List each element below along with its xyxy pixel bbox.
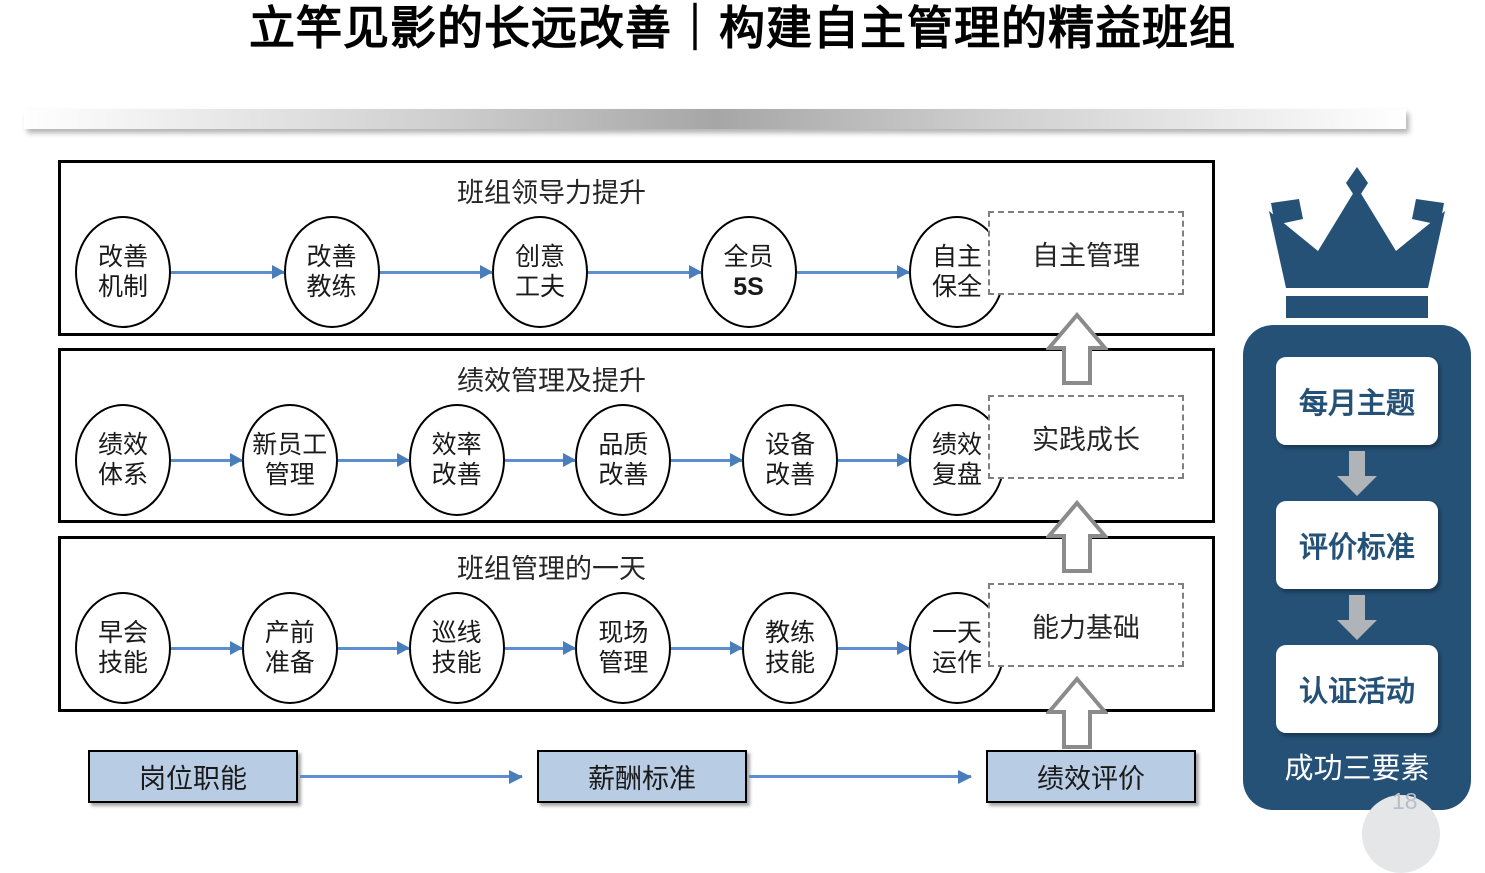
foundation-box[interactable]: 绩效评价 [986, 750, 1196, 803]
flow-arrow-icon [379, 265, 493, 279]
foundation-box[interactable]: 岗位职能 [88, 750, 298, 803]
flow-node[interactable]: 教练 技能 [742, 592, 839, 704]
node-line-1: 品质 [598, 431, 649, 459]
band-node-flow: 绩效 体系 新员工 管理 效率 改善 品质 改善 设备 改善 [75, 401, 1005, 519]
flow-node[interactable]: 巡线 技能 [408, 592, 505, 704]
success-step-card[interactable]: 评价标准 [1276, 501, 1438, 589]
flow-arrow-icon [504, 641, 577, 655]
band-title: 绩效管理及提升 [457, 366, 646, 396]
flow-node[interactable]: 创意 工夫 [492, 216, 588, 328]
flow-arrow-icon [838, 453, 910, 467]
flow-node[interactable]: 产前 准备 [241, 592, 338, 704]
up-arrow-icon [1044, 499, 1110, 574]
node-line-2: 准备 [264, 649, 315, 677]
node-line-2: 管理 [598, 649, 649, 677]
band-performance: 绩效管理及提升 绩效 体系 新员工 管理 效率 改善 品质 改善 [58, 348, 1215, 523]
flow-arrow-icon [171, 453, 243, 467]
success-step-card[interactable]: 每月主题 [1276, 357, 1438, 445]
foundation-box[interactable]: 薪酬标准 [537, 750, 747, 803]
node-line-2: 机制 [97, 273, 148, 301]
down-arrow-icon [1336, 595, 1378, 641]
flow-arrow-icon [671, 641, 743, 655]
flow-arrow-icon [838, 641, 910, 655]
node-line-2: 改善 [765, 461, 816, 489]
flow-arrow-icon [171, 641, 243, 655]
flow-node[interactable]: 品质 改善 [575, 404, 672, 516]
band-outcome-box: 能力基础 [988, 583, 1184, 667]
page-title: 立竿见影的长远改善｜构建自主管理的精益班组 [249, 2, 1236, 54]
flow-arrow-icon [796, 265, 910, 279]
flow-arrow-icon [171, 265, 284, 279]
node-line-2: 改善 [598, 461, 649, 489]
node-line-2: 5S [733, 273, 764, 301]
node-line-1: 效率 [431, 431, 482, 459]
flow-arrow-icon [337, 453, 410, 467]
flow-node[interactable]: 绩效 体系 [75, 404, 171, 516]
node-line-2: 体系 [97, 461, 148, 489]
foundation-arrow-icon [300, 769, 523, 784]
node-line-1: 改善 [306, 243, 357, 271]
flow-arrow-icon [337, 641, 410, 655]
band-title: 班组领导力提升 [457, 178, 646, 208]
down-arrow-icon [1336, 451, 1378, 497]
flow-arrow-icon [588, 265, 701, 279]
node-line-1: 绩效 [931, 431, 982, 459]
node-line-1: 创意 [514, 243, 565, 271]
foundation-arrow-icon [749, 769, 972, 784]
flow-node[interactable]: 效率 改善 [408, 404, 505, 516]
slide-canvas: 立竿见影的长远改善｜构建自主管理的精益班组 班组领导力提升 改善 机制 改善 教… [24, 2, 1471, 873]
node-line-1: 设备 [765, 431, 816, 459]
node-line-2: 技能 [97, 649, 148, 677]
flow-node[interactable]: 新员工 管理 [241, 404, 338, 516]
band-outcome-box: 实践成长 [988, 395, 1184, 479]
crown-icon [1255, 155, 1460, 320]
node-line-1: 教练 [765, 619, 816, 647]
up-arrow-icon [1044, 311, 1110, 386]
node-line-1: 现场 [598, 619, 649, 647]
panel-footer-label: 成功三要素 [1284, 753, 1430, 785]
success-step-card[interactable]: 认证活动 [1276, 645, 1438, 733]
node-line-1: 改善 [97, 243, 148, 271]
node-line-2: 改善 [431, 461, 482, 489]
flow-node[interactable]: 早会 技能 [75, 592, 171, 704]
node-line-2: 复盘 [931, 461, 982, 489]
node-line-1: 自主 [931, 243, 982, 271]
node-line-1: 新员工 [252, 431, 328, 459]
node-line-1: 产前 [264, 619, 315, 647]
band-node-flow: 早会 技能 产前 准备 巡线 技能 现场 管理 教练 技能 [75, 589, 1005, 707]
flow-node[interactable]: 改善 教练 [283, 216, 380, 328]
up-arrow-icon [1044, 675, 1110, 750]
node-line-2: 教练 [306, 273, 357, 301]
node-line-2: 技能 [431, 649, 482, 677]
node-line-1: 早会 [97, 619, 148, 647]
node-line-2: 技能 [765, 649, 816, 677]
node-line-2: 工夫 [514, 273, 565, 301]
band-node-flow: 改善 机制 改善 教练 创意 工夫 全员 5S 自主 保全 [75, 213, 1005, 331]
flow-node[interactable]: 改善 机制 [75, 216, 171, 328]
node-line-1: 全员 [723, 243, 774, 271]
flow-node[interactable]: 设备 改善 [742, 404, 839, 516]
band-title: 班组管理的一天 [457, 554, 646, 584]
flow-node[interactable]: 现场 管理 [575, 592, 672, 704]
flow-arrow-icon [504, 453, 577, 467]
page-number: 18 [1392, 788, 1418, 814]
node-line-1: 巡线 [431, 619, 482, 647]
band-daily-management: 班组管理的一天 早会 技能 产前 准备 巡线 技能 现场 管理 [58, 536, 1215, 712]
band-leadership: 班组领导力提升 改善 机制 改善 教练 创意 工夫 全员 5S [58, 160, 1215, 336]
band-outcome-box: 自主管理 [988, 211, 1184, 295]
title-divider [24, 109, 1406, 129]
node-line-2: 保全 [931, 273, 982, 301]
success-factors-panel: 每月主题 评价标准 认证活动 成功三要素 [1243, 325, 1471, 810]
node-line-2: 管理 [264, 461, 315, 489]
node-line-2: 运作 [931, 649, 982, 677]
flow-arrow-icon [671, 453, 743, 467]
flow-node[interactable]: 全员 5S [700, 216, 797, 328]
node-line-1: 绩效 [97, 431, 148, 459]
node-line-1: 一天 [931, 619, 982, 647]
